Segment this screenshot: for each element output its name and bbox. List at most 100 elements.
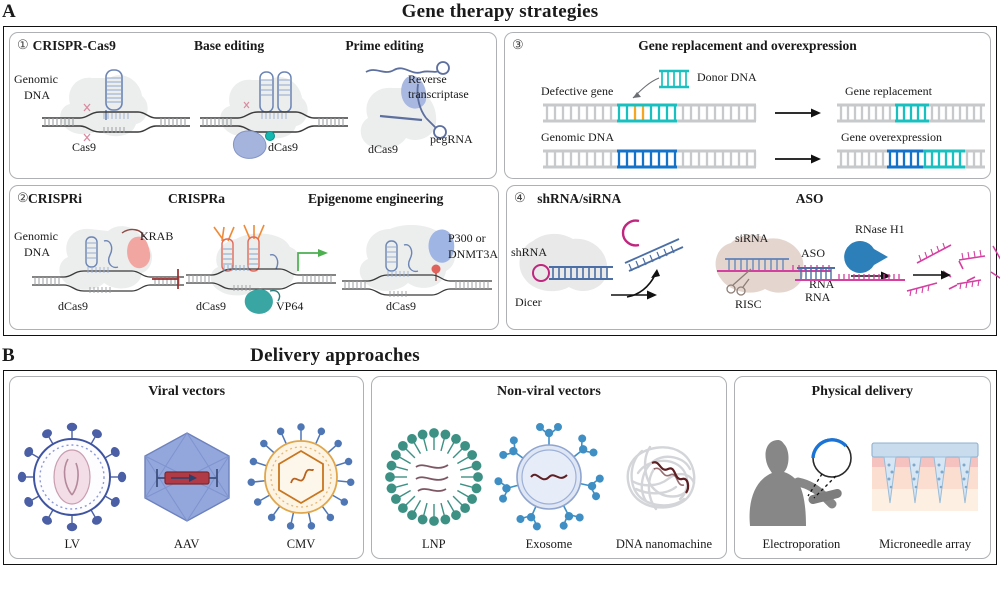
- delivery-item-electroporation[interactable]: Electroporation: [742, 419, 860, 552]
- card-non-viral-vectors[interactable]: Non-viral vectors: [371, 376, 727, 559]
- label-reverse: Reverse: [408, 72, 447, 86]
- delivery-item-aav[interactable]: AAV: [135, 419, 239, 552]
- subpanel-title-crispra: CRISPRa: [168, 191, 226, 206]
- subpanel-title-crispri: CRISPRi: [28, 191, 83, 206]
- label-pegrna: pegRNA: [430, 132, 473, 146]
- label-shrna: shRNA: [511, 245, 548, 259]
- exosome-icon: [494, 422, 604, 530]
- donor-pointer-arrow: [632, 77, 660, 99]
- label-dna-crispri: DNA: [24, 245, 50, 259]
- label-risc: RISC: [735, 297, 762, 311]
- label-genomic-crispri: Genomic: [14, 229, 58, 243]
- delivery-item-dna-nanomachine[interactable]: DNA nanomachine: [612, 419, 716, 552]
- group-1-number: ①: [17, 37, 29, 52]
- panel-a-row-2: ② CRISPRi CRISPRa Epigenome engineering: [9, 185, 1000, 330]
- cytomegalovirus-icon: [247, 422, 355, 530]
- caption-aav: AAV: [173, 537, 200, 551]
- caption-exosome: Exosome: [525, 537, 573, 551]
- group-2-number: ②: [17, 190, 29, 205]
- delivery-item-microneedle[interactable]: Microneedle array: [868, 419, 982, 552]
- subpanel-title-crispr-cas9: CRISPR-Cas9: [32, 38, 116, 53]
- card-shrna-aso[interactable]: ④ shRNA/siRNA ASO: [506, 185, 1000, 330]
- label-gene-replacement: Gene replacement: [845, 84, 932, 98]
- aso-degraded-fragments: [956, 245, 1000, 290]
- diced-sirna-product: [611, 219, 684, 300]
- label-rnase-h1: RNase H1: [855, 222, 905, 236]
- caption-electroporation: Electroporation: [762, 537, 841, 551]
- subpanel-title-aso: ASO: [795, 191, 824, 206]
- degraded-rna-fragments: [906, 242, 976, 297]
- caption-lnp: LNP: [421, 537, 446, 551]
- card-physical-delivery[interactable]: Physical delivery: [733, 376, 991, 559]
- aso-illustrations: RNase H1 ASO RNA: [793, 208, 1000, 326]
- defective-gene-duplex: [543, 103, 757, 123]
- delivery-item-lv[interactable]: LV: [18, 419, 127, 552]
- card-crispr-cas9[interactable]: ① CRISPR-Cas9 Base editing Prime editing: [9, 32, 497, 179]
- group-4-number: ④: [514, 190, 526, 205]
- transform-arrow-1: [775, 108, 821, 118]
- dna-nanomachine-icon: [626, 445, 696, 510]
- subpanel-title-base-editing: Base editing: [193, 38, 265, 53]
- panel-b-letter: B: [2, 345, 15, 366]
- gene-overexpression-duplex: [837, 149, 985, 169]
- caption-microneedle-array: Microneedle array: [879, 537, 972, 551]
- label-cas9: Cas9: [72, 140, 96, 154]
- delivery-item-cmv[interactable]: CMV: [247, 419, 355, 552]
- panel-b-frame: Viral vectors: [3, 370, 997, 565]
- group-1-illustrations: Genomic DNA Cas9: [10, 54, 496, 164]
- caption-dna-nanomachine: DNA nanomachine: [615, 537, 713, 551]
- panel-a-row-1: ① CRISPR-Cas9 Base editing Prime editing: [9, 32, 991, 179]
- group-4-illustrations: shRNA Dicer: [507, 207, 990, 317]
- group-3-illustrations: Donor DNA Defective gene: [505, 54, 990, 174]
- prime-editing-diagram: [360, 61, 450, 149]
- transform-arrow-2: [775, 154, 821, 164]
- panel-a-header: A Gene therapy strategies: [0, 0, 1000, 26]
- subpanel-title-shrna-sirna: shRNA/siRNA: [537, 191, 622, 206]
- crispri-diagram: [32, 226, 184, 293]
- label-dcas9-crispri: dCas9: [58, 299, 88, 313]
- label-genomic-dna-panel3: Genomic DNA: [541, 130, 614, 144]
- label-sirna: siRNA: [735, 231, 769, 245]
- label-dna: DNA: [24, 88, 50, 102]
- card-title-gene-replacement: Gene replacement and overexpression: [638, 38, 857, 53]
- label-krab: KRAB: [140, 229, 174, 243]
- card-viral-vectors[interactable]: Viral vectors: [9, 376, 365, 559]
- card-gene-replacement[interactable]: ③ Gene replacement and overexpression Do…: [504, 32, 991, 179]
- delivery-item-exosome[interactable]: Exosome: [494, 419, 604, 552]
- card-crispri-crispra[interactable]: ② CRISPRi CRISPRa Epigenome engineering: [9, 185, 499, 330]
- risc-complex-diagram: [715, 234, 831, 296]
- panel-b-title: Delivery approaches: [250, 345, 420, 366]
- subpanel-title-prime-editing: Prime editing: [345, 38, 424, 53]
- aso-cleavage-arrow: [913, 270, 951, 280]
- aav-capsid-icon: [143, 431, 230, 522]
- label-genomic: Genomic: [14, 72, 58, 86]
- lentivirus-icon: [18, 422, 127, 531]
- label-dcas9-base-editing: dCas9: [268, 140, 298, 154]
- label-dnmt3a: DNMT3A: [448, 247, 498, 261]
- label-dcas9-prime-editing: dCas9: [368, 142, 398, 156]
- panel-a-title: Gene therapy strategies: [401, 1, 599, 22]
- label-rna-aso: RNA: [805, 290, 831, 304]
- caption-cmv: CMV: [286, 537, 316, 551]
- card-title-non-viral-vectors: Non-viral vectors: [496, 384, 601, 399]
- epigenome-engineering-diagram: [342, 225, 492, 297]
- label-defective-gene: Defective gene: [541, 84, 614, 98]
- donor-dna-icon: [659, 69, 689, 89]
- electroporation-icon: [749, 437, 853, 526]
- label-dicer: Dicer: [515, 295, 542, 309]
- panel-b-row: Viral vectors: [9, 376, 991, 559]
- group-2-illustrations: Genomic DNA KRAB dCas9: [10, 207, 498, 317]
- label-transcriptase: transcriptase: [408, 87, 469, 101]
- lipid-nanoparticle-icon: [384, 427, 483, 526]
- genomic-dna-duplex: [543, 149, 757, 169]
- panel-b-header: B Delivery approaches: [0, 344, 1000, 370]
- label-dcas9-crispra: dCas9: [196, 299, 226, 313]
- panel-a-frame: ① CRISPR-Cas9 Base editing Prime editing: [3, 26, 1000, 336]
- delivery-item-lnp[interactable]: LNP: [382, 419, 486, 552]
- label-dcas9-epigenome: dCas9: [386, 299, 416, 313]
- dicer-shrna-diagram: [519, 233, 613, 292]
- aso-rna-hybrid: [795, 267, 905, 281]
- caption-lv: LV: [64, 537, 80, 551]
- label-gene-overexpression: Gene overexpression: [841, 130, 942, 144]
- label-p300: P300 or: [448, 231, 486, 245]
